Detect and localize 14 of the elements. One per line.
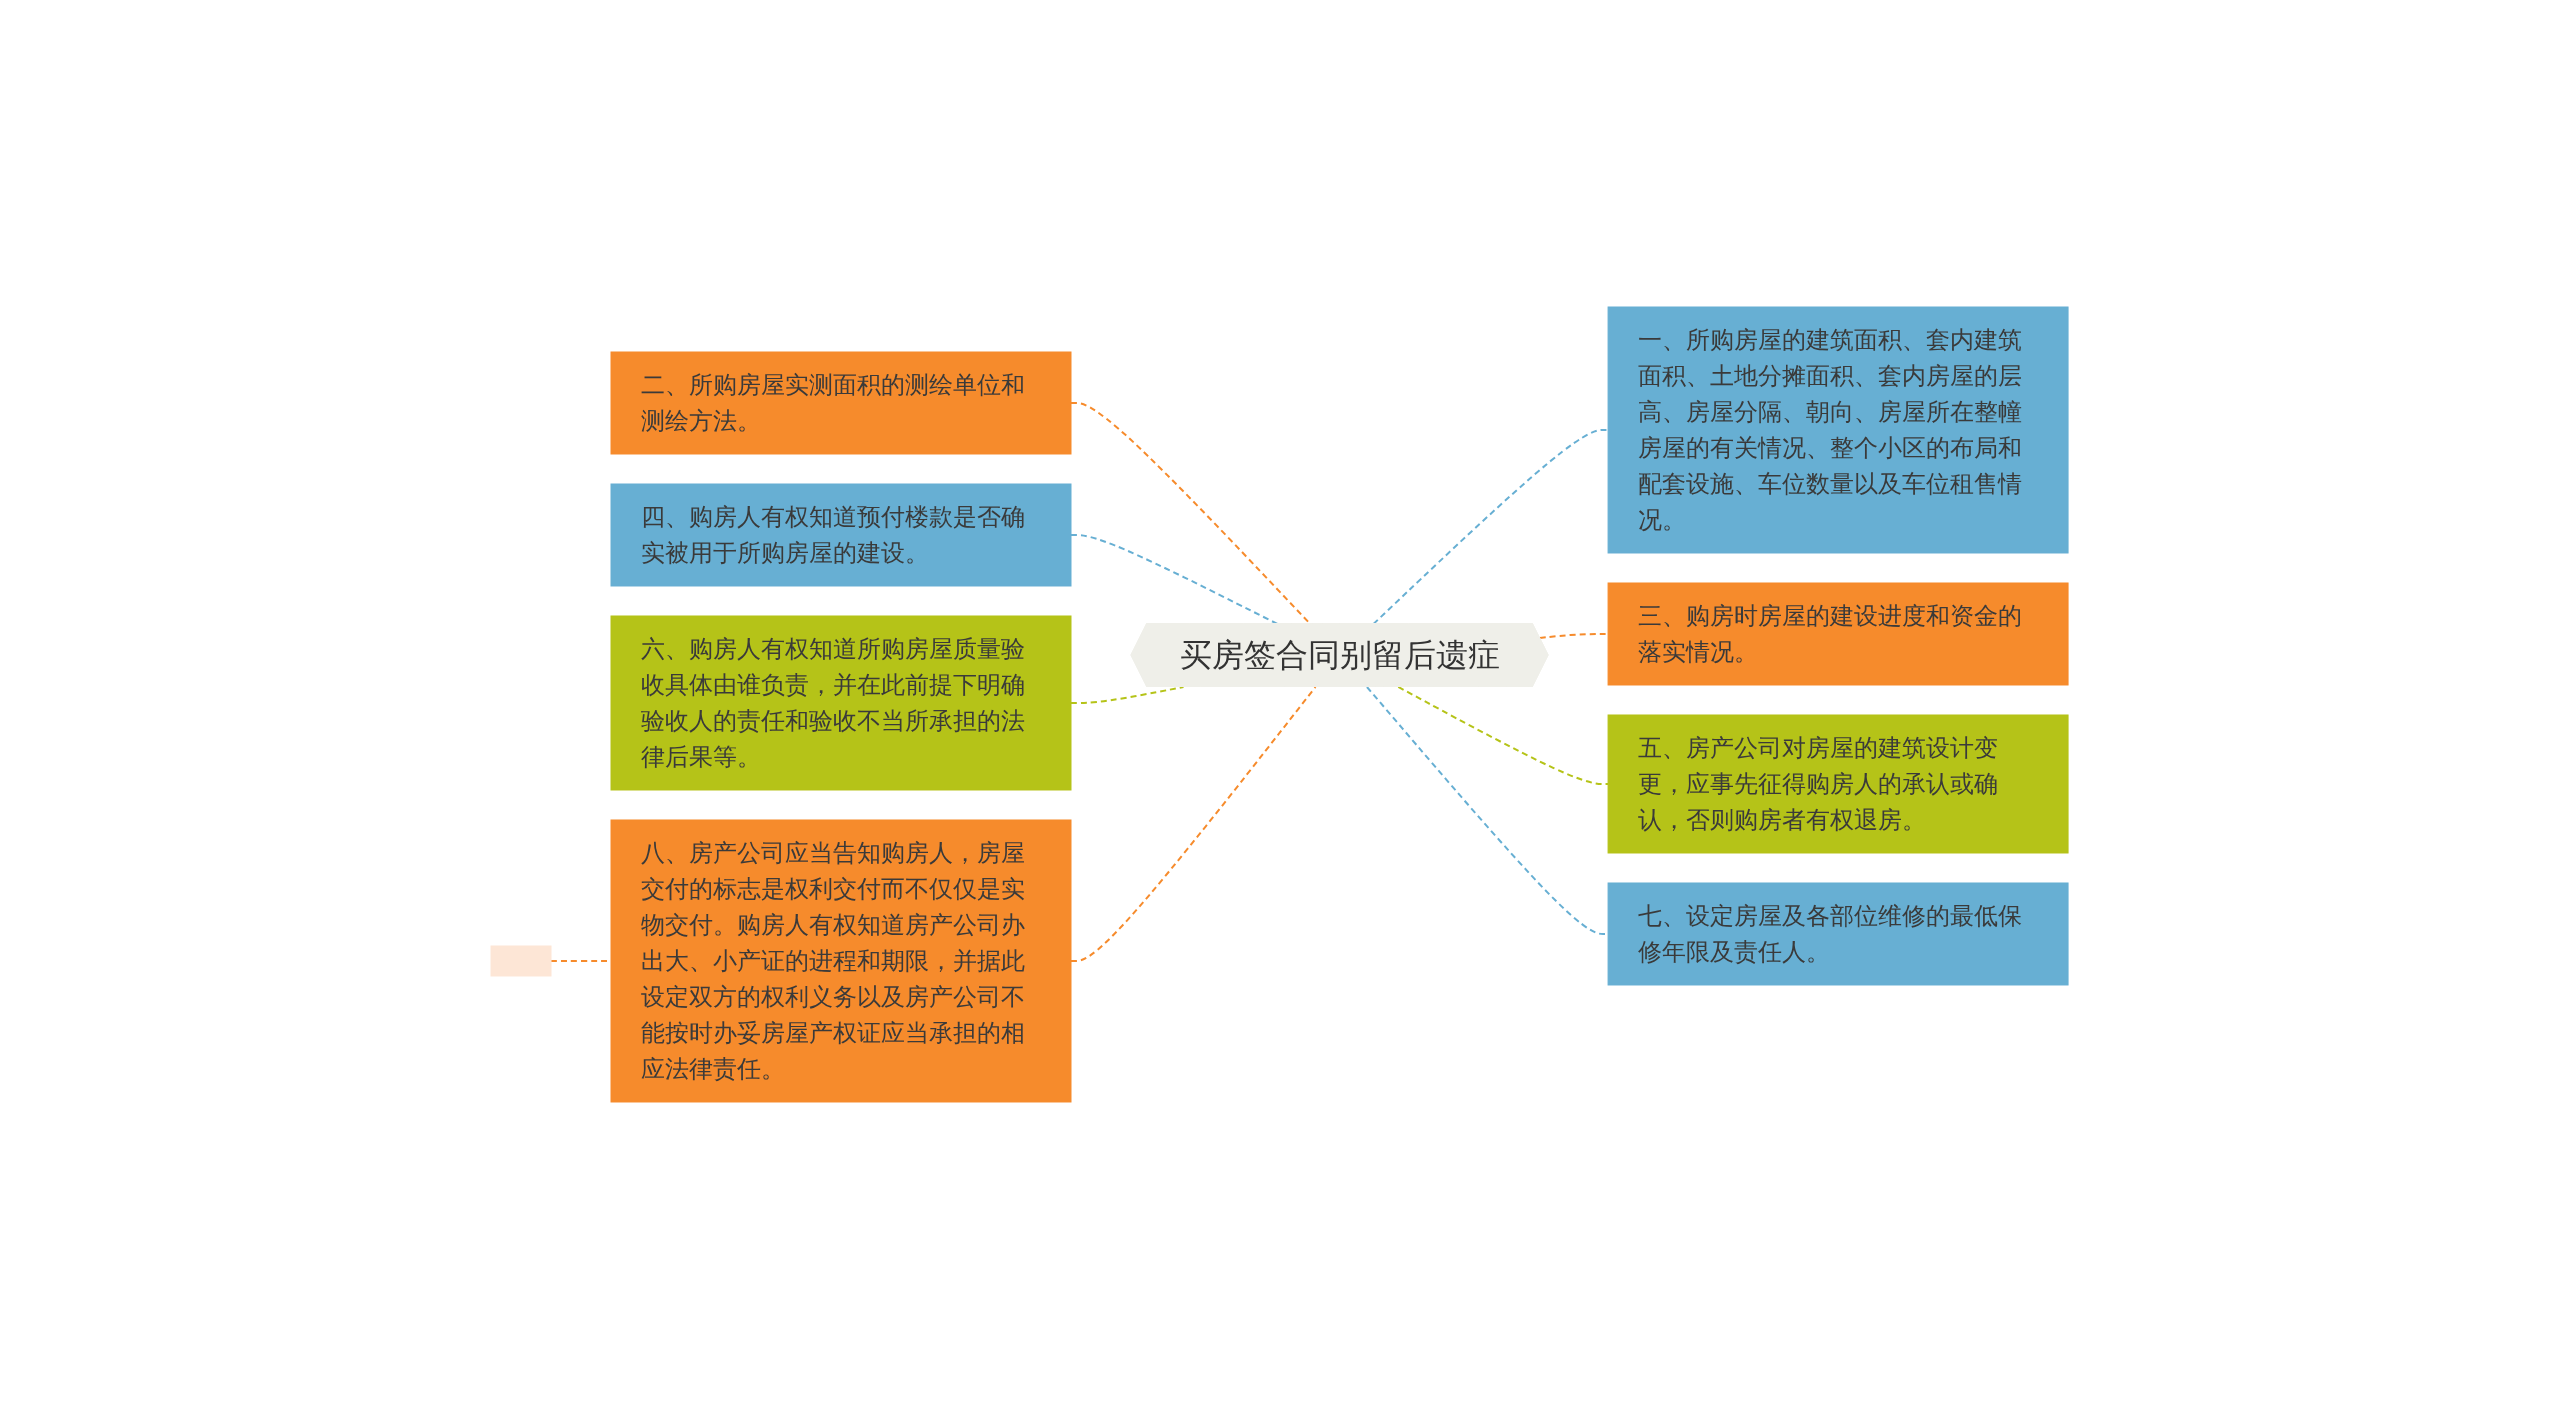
node-box: 三、购房时房屋的建设进度和资金的落实情况。 [1608, 582, 2069, 686]
node-box [490, 945, 552, 977]
node-box: 二、所购房屋实测面积的测绘单位和测绘方法。 [610, 351, 1072, 455]
node-box: 一、所购房屋的建筑面积、套内建筑面积、土地分摊面积、套内房屋的层高、房屋分隔、朝向、房屋所在整幢房屋的有关情况、整个小区的布局和配套设施、车位数量以及车位租售情况。 [1608, 306, 2069, 554]
node-box: 八、房产公司应当告知购房人，房屋交付的标志是权利交付而不仅仅是实物交付。购房人有权知道房产公司办出大、小产证的进程和期限，并据此设定双方的权利义务以及房产公司不能按时办妥房屋产权证应当承担的相应法律责任。 [610, 819, 1072, 1103]
node-box: 四、购房人有权知道预付楼款是否确实被用于所购房屋的建设。 [610, 483, 1072, 587]
connector [1070, 686, 1317, 962]
node-box: 六、购房人有权知道所购房屋质量验收具体由谁负责，并在此前提下明确验收人的责任和验收不当所承担的法律后果等。 [610, 615, 1072, 791]
connector [1070, 686, 1185, 704]
node-box: 五、房产公司对房屋的建筑设计变更，应事先征得购房人的承认或确认，否则购房者有权退房。 [1608, 714, 2069, 854]
node-box: 七、设定房屋及各部位维修的最低保修年限及责任人。 [1608, 882, 2069, 986]
connector [1397, 686, 1610, 785]
connector [1366, 686, 1610, 935]
connector [1070, 534, 1279, 625]
